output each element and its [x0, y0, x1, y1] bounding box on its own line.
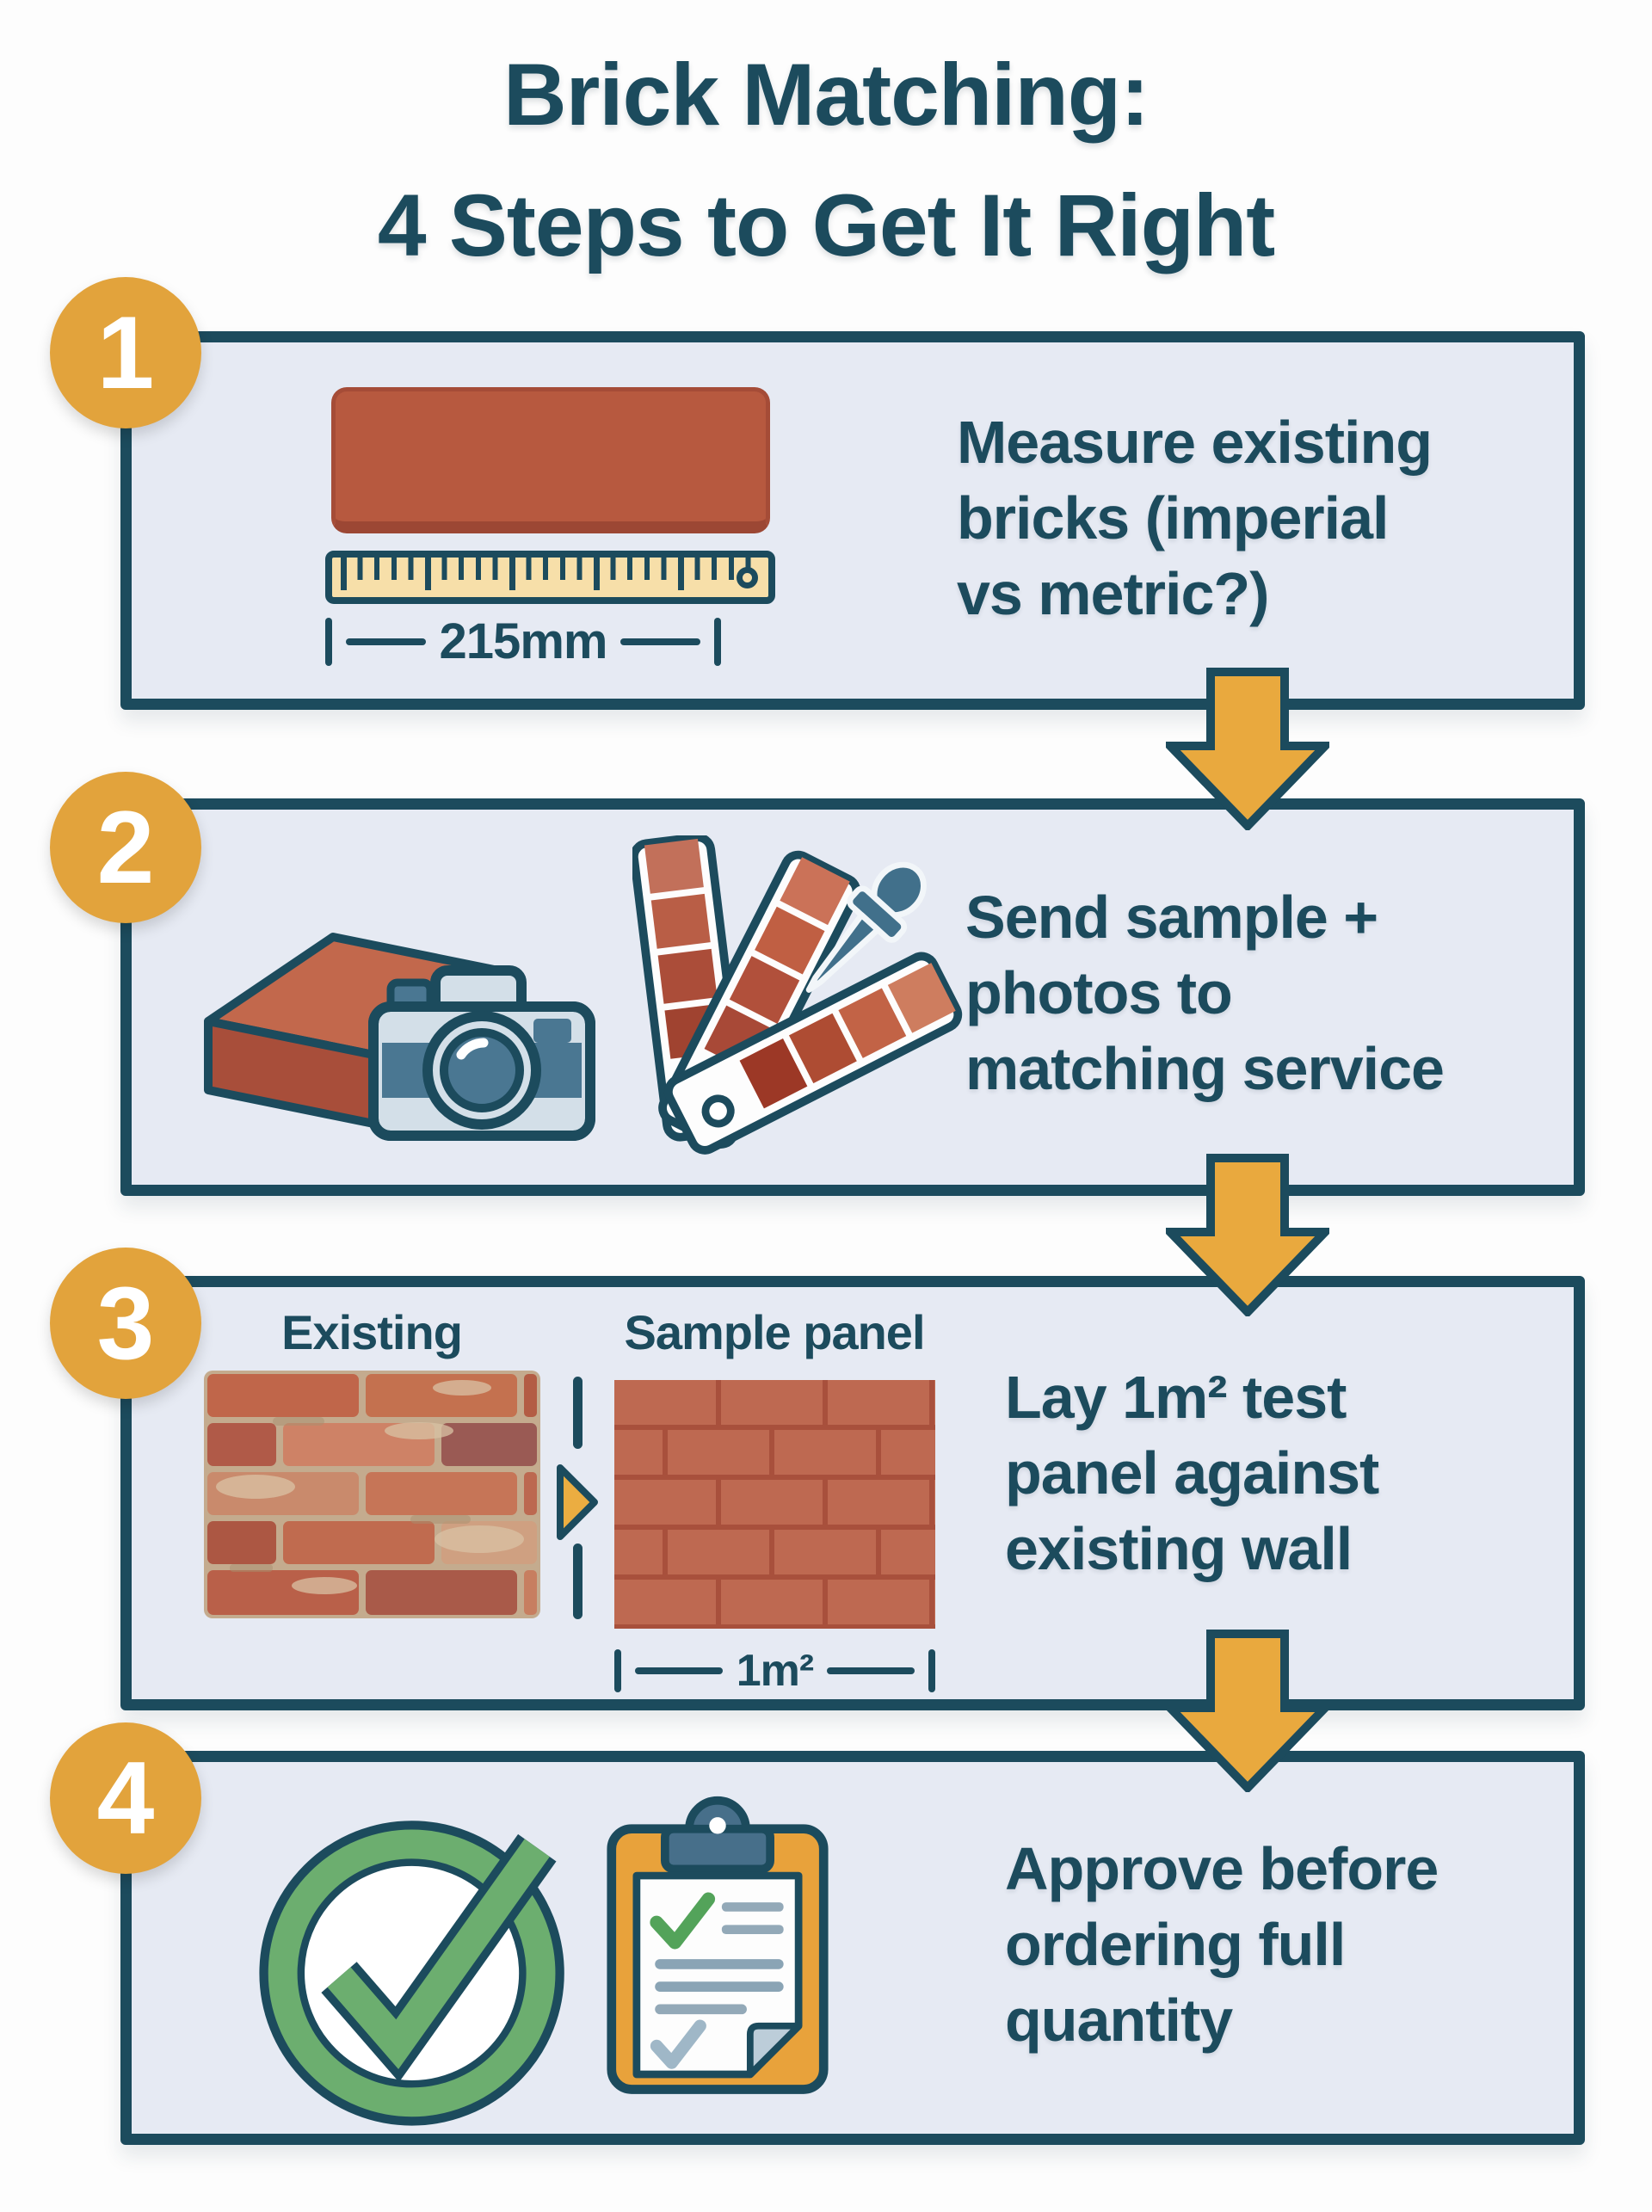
- dimension-end-left: [614, 1649, 621, 1692]
- dimension-segment-left: [346, 638, 426, 645]
- step-2-number: 2: [96, 790, 155, 905]
- down-arrow-icon: [1166, 668, 1329, 830]
- step-2-text: Send sample + photos to matching service: [965, 879, 1445, 1106]
- camera-icon: [368, 965, 595, 1141]
- checklist-clipboard-icon: [607, 1796, 829, 2094]
- step-3-text: Lay 1m² test panel against existing wall: [1005, 1359, 1379, 1587]
- page-title-line2: 4 Steps to Get It Right: [377, 176, 1275, 274]
- step-2-line2: photos to: [965, 959, 1233, 1026]
- step-4-text: Approve before ordering full quantity: [1005, 1831, 1439, 2058]
- divider-dash-top: [573, 1377, 583, 1449]
- step-2-line3: matching service: [965, 1035, 1445, 1102]
- step-1-number: 1: [96, 295, 155, 410]
- dimension-segment-right: [620, 638, 701, 645]
- compare-arrow-icon: [557, 1464, 598, 1540]
- step-4-line1: Approve before: [1005, 1835, 1439, 1902]
- brick-icon: [331, 387, 770, 533]
- dimension-end-right: [714, 617, 722, 666]
- page-title-line1: Brick Matching:: [502, 46, 1150, 144]
- step-2-panel: Send sample + photos to matching service: [120, 798, 1585, 1196]
- step-1-line1: Measure existing: [957, 409, 1433, 476]
- approved-check-icon: [259, 1821, 564, 2126]
- step-3-line3: existing wall: [1005, 1515, 1353, 1582]
- dimension-segment-left: [635, 1667, 723, 1674]
- divider-dash-bottom: [573, 1543, 583, 1619]
- existing-wall-label: Existing: [281, 1305, 463, 1359]
- step-1-text: Measure existing bricks (imperial vs met…: [957, 404, 1433, 632]
- step-3-number: 3: [96, 1266, 155, 1381]
- step-2-line1: Send sample +: [965, 884, 1378, 951]
- sample-wall-image: [614, 1380, 935, 1629]
- sample-wall-label: Sample panel: [624, 1305, 925, 1359]
- measurement-label: 215mm: [439, 613, 608, 669]
- existing-wall-image: [204, 1371, 540, 1618]
- ruler-short-ticks: [341, 558, 756, 580]
- page-title: Brick Matching: 4 Steps to Get It Right: [0, 29, 1652, 291]
- dimension-end-left: [325, 617, 332, 666]
- step-1-panel: 215mm Measure existing bricks (imperial …: [120, 331, 1585, 710]
- step-1-line2: bricks (imperial: [957, 484, 1389, 551]
- step-4-panel: Approve before ordering full quantity: [120, 1751, 1585, 2145]
- step-1-line3: vs metric?): [957, 560, 1269, 627]
- dimension-end-right: [928, 1649, 936, 1692]
- step-3-line1: Lay 1m² test: [1005, 1364, 1347, 1431]
- area-label: 1m²: [736, 1646, 814, 1696]
- step-4-number: 4: [96, 1741, 155, 1856]
- dimension-line: 215mm: [325, 613, 722, 670]
- step-2-number-badge: 2: [50, 772, 201, 923]
- dimension-segment-right: [827, 1667, 915, 1674]
- color-swatch-fan-icon: [632, 835, 963, 1155]
- down-arrow-icon: [1166, 1630, 1329, 1792]
- dimension-line: 1m²: [614, 1645, 936, 1697]
- ruler-hole: [737, 567, 758, 588]
- step-4-number-badge: 4: [50, 1722, 201, 1874]
- step-3-line2: panel against: [1005, 1439, 1379, 1507]
- step-3-number-badge: 3: [50, 1248, 201, 1399]
- step-1-number-badge: 1: [50, 277, 201, 428]
- eyedropper-icon: [805, 861, 927, 993]
- ruler-icon: [325, 551, 775, 604]
- step-4-line2: ordering full: [1005, 1911, 1346, 1978]
- down-arrow-icon: [1166, 1154, 1329, 1316]
- step-4-line3: quantity: [1005, 1987, 1233, 2054]
- step-3-panel: Existing Sample panel: [120, 1276, 1585, 1710]
